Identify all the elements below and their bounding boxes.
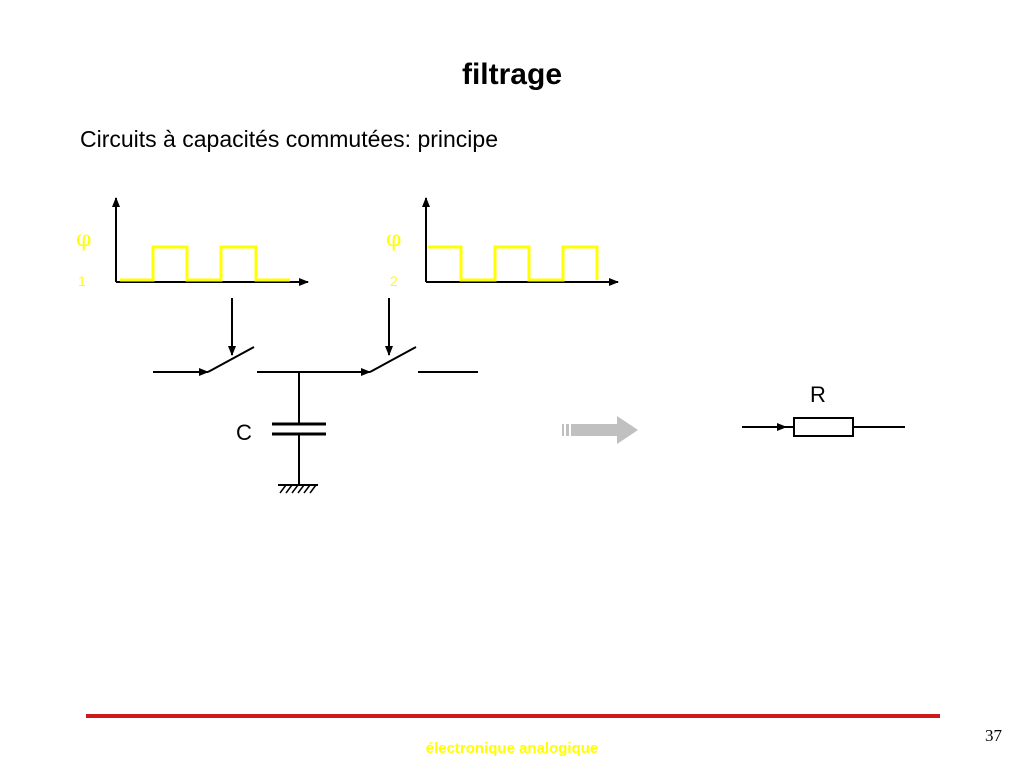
clock-phase1: φ 1	[76, 197, 309, 289]
ground-symbol	[278, 484, 318, 494]
equivalence-arrow	[562, 416, 638, 444]
switch1-blade	[207, 346, 255, 373]
equivalent-resistor: R	[742, 382, 905, 437]
clock1-square-wave	[120, 245, 290, 282]
switched-capacitor-circuit: C	[153, 346, 478, 494]
slide-title: filtrage	[461, 58, 563, 91]
footer-rule	[86, 714, 940, 718]
phi2-symbol: φ	[386, 227, 401, 252]
resistor-body	[793, 417, 854, 437]
page-number: 37	[985, 726, 1002, 745]
phi1-symbol: φ	[76, 227, 91, 252]
footer-text: électronique analogique	[425, 740, 599, 757]
slide-subtitle: Circuits à capacités commutées: principe	[80, 126, 498, 152]
phi1-index: 1	[78, 273, 86, 289]
resistor-label: R	[810, 382, 826, 407]
phi2-index: 2	[390, 273, 398, 289]
capacitor-label: C	[236, 420, 252, 445]
clock-phase2: φ 2	[386, 197, 619, 289]
clock2-square-wave	[428, 245, 599, 282]
switch2-blade	[369, 346, 417, 373]
